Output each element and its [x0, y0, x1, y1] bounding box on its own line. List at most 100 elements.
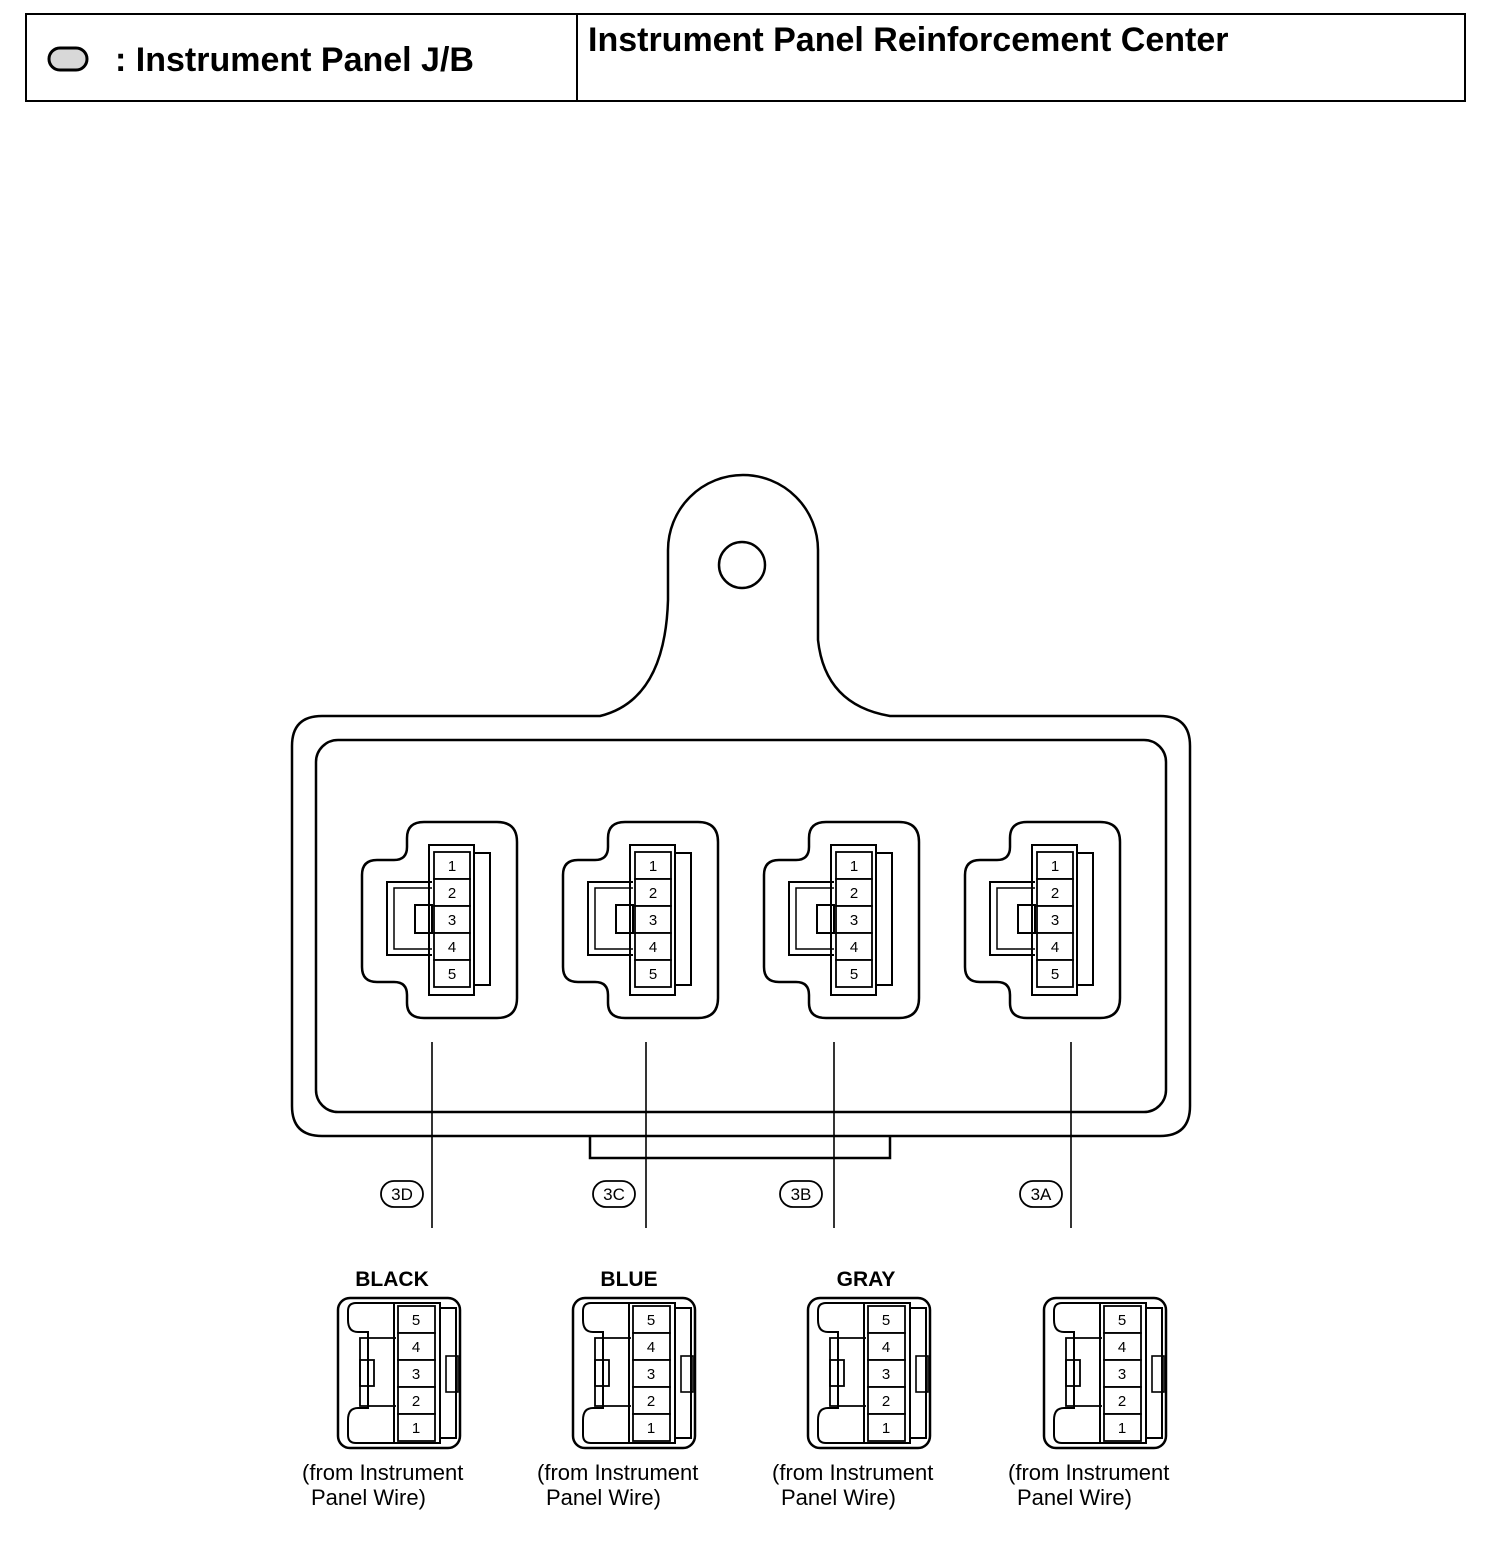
pin-number: 2	[649, 885, 657, 902]
mounting-hole	[717, 540, 767, 590]
pin-number: 3	[1051, 912, 1059, 929]
plug-pin-number: 2	[412, 1393, 420, 1410]
junction-block-housing	[290, 473, 1192, 1138]
plug-body	[1042, 1296, 1168, 1450]
pin-cell	[634, 959, 672, 988]
plug-side-tab	[680, 1355, 694, 1393]
pin-number: 4	[448, 939, 456, 956]
plug-pin-number: 5	[1118, 1312, 1126, 1329]
socket-key	[414, 904, 433, 934]
pin-cell	[433, 932, 471, 961]
plug-pin-cell	[632, 1413, 671, 1442]
header-box: : Instrument Panel J/B Instrument Panel …	[25, 13, 1466, 102]
plug-key	[359, 1359, 375, 1387]
plug-pin-cell	[867, 1413, 906, 1442]
plug-side-rail	[674, 1307, 692, 1439]
code-bubble	[592, 1180, 636, 1208]
plug-key	[829, 1359, 845, 1387]
from-label-line2: Panel Wire)	[311, 1485, 426, 1510]
plug-inner-outline	[1053, 1302, 1102, 1444]
plug-latch	[1065, 1337, 1102, 1407]
pin-number: 5	[850, 966, 858, 983]
socket-latch	[788, 881, 834, 956]
pin-number: 2	[1051, 885, 1059, 902]
plug-pin-cell	[632, 1359, 671, 1388]
pin-cell	[634, 851, 672, 880]
socket-latch-inner	[996, 887, 1035, 950]
plug-pin-number: 1	[647, 1420, 655, 1437]
connector-code: 3A	[1031, 1185, 1052, 1204]
from-label-line1: (from Instrument	[772, 1460, 933, 1485]
pin-number: 1	[448, 858, 456, 875]
pin-number: 3	[448, 912, 456, 929]
pin-cell	[1036, 932, 1074, 961]
from-label-line1: (from Instrument	[302, 1460, 463, 1485]
plug-pin-cell	[632, 1332, 671, 1361]
leader-3B: 3B	[779, 1042, 835, 1228]
plug-pin-number: 1	[882, 1420, 890, 1437]
plug-side-rail	[1145, 1307, 1163, 1439]
socket-latch	[989, 881, 1035, 956]
pin-number: 5	[1051, 966, 1059, 983]
pin-cell	[835, 851, 873, 880]
plug-pin-number: 5	[647, 1312, 655, 1329]
from-label-line2: Panel Wire)	[781, 1485, 896, 1510]
connector-code: 3B	[791, 1185, 812, 1204]
socket-latch	[386, 881, 432, 956]
socket-latch	[587, 881, 633, 956]
socket-latch-inner	[795, 887, 834, 950]
plug-pin-number: 1	[412, 1420, 420, 1437]
pin-column-rail	[674, 852, 692, 986]
plug-inner-outline	[817, 1302, 866, 1444]
pin-cell	[835, 932, 873, 961]
plug-pin-number: 3	[647, 1366, 655, 1383]
connector-code: 3C	[603, 1185, 625, 1204]
socket-key	[615, 904, 634, 934]
legend-cell: : Instrument Panel J/B	[27, 15, 578, 100]
plug-pin-cell	[1103, 1413, 1142, 1442]
pin-number: 3	[850, 912, 858, 929]
rounded-rectangle-symbol-icon	[47, 46, 89, 72]
pin-cell	[1036, 959, 1074, 988]
pin-number: 1	[1051, 858, 1059, 875]
location-title: Instrument Panel Reinforcement Center	[588, 21, 1229, 59]
pin-number: 4	[1051, 939, 1059, 956]
plug-pin-cell	[632, 1305, 671, 1334]
plug-pin-cell	[1103, 1332, 1142, 1361]
plug-pin-number: 2	[882, 1393, 890, 1410]
plug-side-rail	[909, 1307, 927, 1439]
plug-body	[806, 1296, 932, 1450]
plug-latch	[829, 1337, 866, 1407]
pin-number: 4	[850, 939, 858, 956]
code-bubble	[380, 1180, 424, 1208]
pin-cell	[634, 905, 672, 934]
pin-cell	[433, 878, 471, 907]
leader-3D: 3D	[380, 1042, 433, 1228]
socket-latch-inner	[594, 887, 633, 950]
socket-outline	[963, 820, 1122, 1020]
pin-cell	[433, 959, 471, 988]
socket-key	[1017, 904, 1036, 934]
plug-pin-cell	[397, 1413, 436, 1442]
leader-3C: 3C	[592, 1042, 647, 1228]
plug-side-tab	[915, 1355, 929, 1393]
plug-inner-outline	[582, 1302, 631, 1444]
pin-column-rail	[473, 852, 491, 986]
pin-cell	[1036, 851, 1074, 880]
socket-latch-inner	[393, 887, 432, 950]
pin-column-rail	[875, 852, 893, 986]
socket-outline	[360, 820, 519, 1020]
pin-number: 1	[850, 858, 858, 875]
plug-pin-cell	[1103, 1305, 1142, 1334]
from-label-line1: (from Instrument	[537, 1460, 698, 1485]
plug-latch	[359, 1337, 396, 1407]
connector-color-label: BLACK	[355, 1268, 429, 1291]
plug-key	[1065, 1359, 1081, 1387]
legend-label: : Instrument Panel J/B	[115, 41, 474, 79]
socket-3A: 1 2 3 4 5	[963, 820, 1122, 1020]
